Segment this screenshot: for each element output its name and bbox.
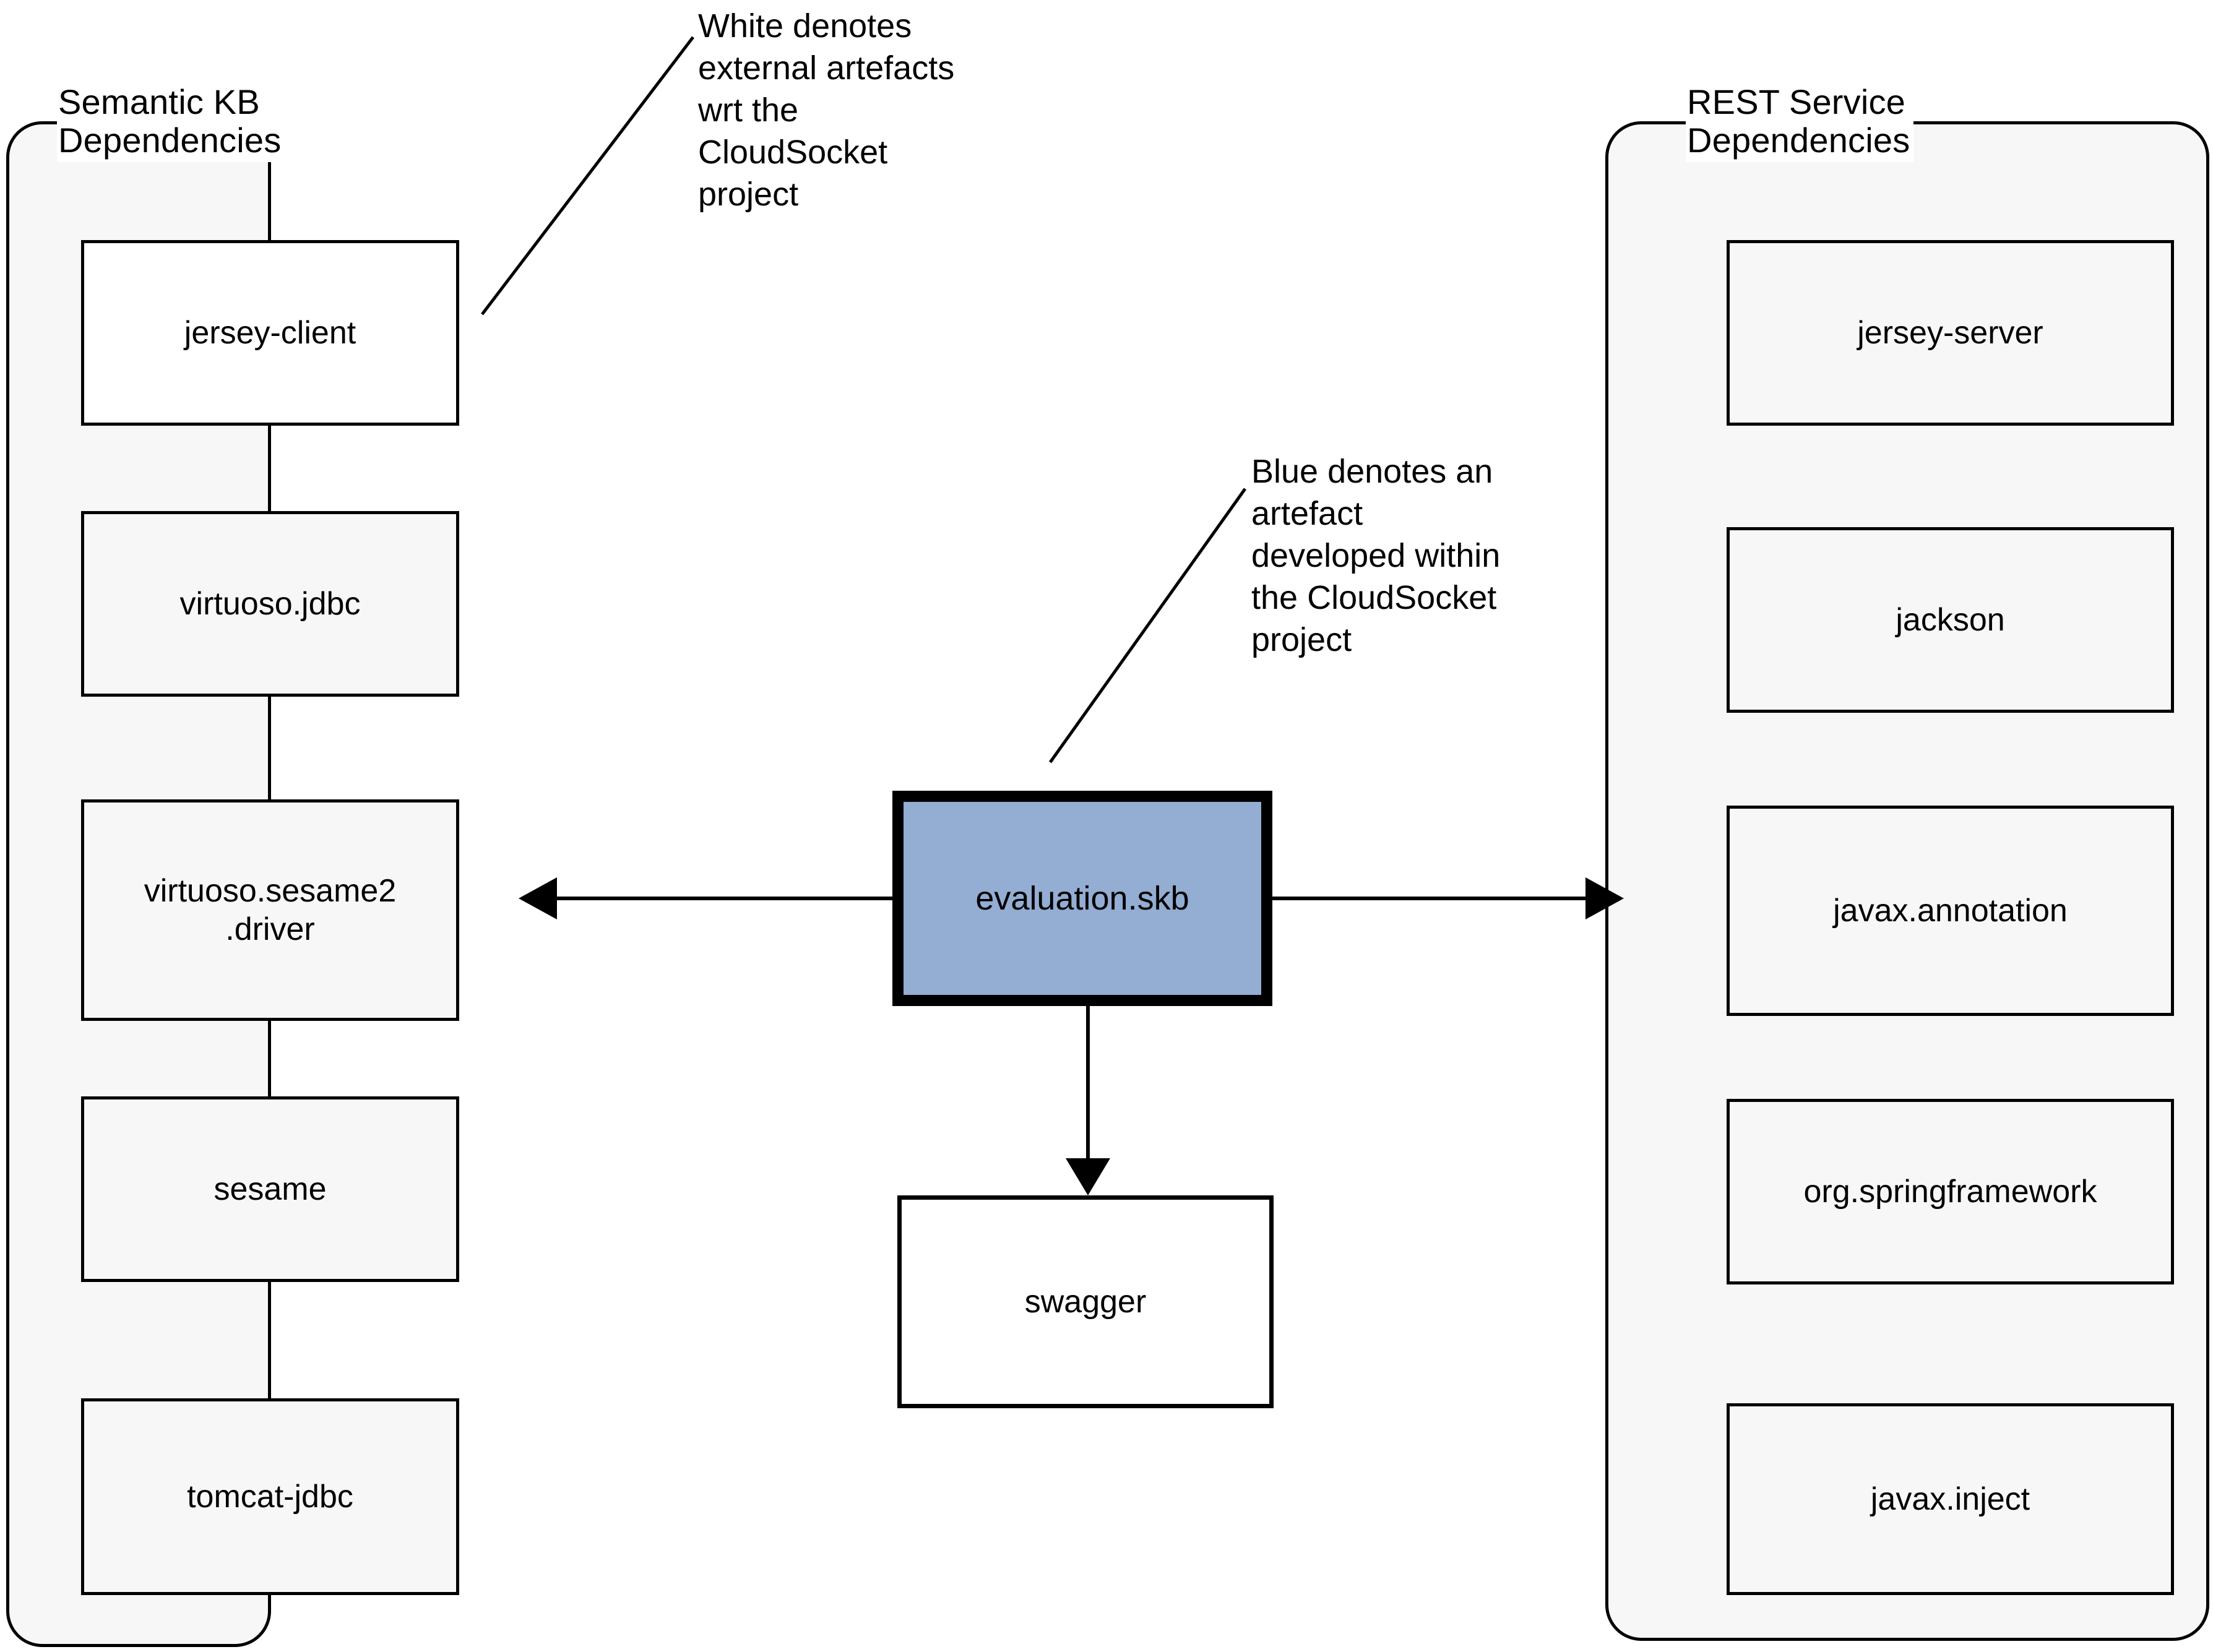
artefact-box-swagger[interactable]: swagger	[897, 1195, 1274, 1408]
callout-note-blue-legend: Blue denotes an artefact developed withi…	[1251, 453, 1501, 658]
connector-evaluation-to-swagger	[1066, 1006, 1110, 1195]
artefact-label: sesame	[214, 1171, 327, 1207]
artefact-label: tomcat-jdbc	[187, 1479, 353, 1515]
artefact-box-tomcat-jdbc[interactable]: tomcat-jdbc	[81, 1398, 459, 1595]
artefact-label: org.springframework	[1803, 1174, 2097, 1210]
callout-note-white-legend: White denotes external artefacts wrt the…	[698, 7, 955, 213]
artefact-label: jersey-server	[1857, 315, 2043, 351]
artefact-label: javax.annotation	[1833, 893, 2068, 929]
group-title-semantic-kb: Semantic KB Dependencies	[57, 82, 285, 162]
artefact-label: evaluation.skb	[975, 880, 1189, 917]
connector-evaluation-to-rest-service	[1272, 877, 1624, 919]
artefact-box-sesame[interactable]: sesame	[81, 1096, 459, 1282]
artefact-box-org-springframework[interactable]: org.springframework	[1727, 1099, 2174, 1284]
artefact-label: jackson	[1896, 602, 2005, 638]
artefact-label: jersey-client	[184, 315, 356, 351]
artefact-box-javax-annotation[interactable]: javax.annotation	[1727, 806, 2174, 1016]
artefact-box-evaluation-skb[interactable]: evaluation.skb	[892, 791, 1272, 1006]
artefact-box-virtuoso-jdbc[interactable]: virtuoso.jdbc	[81, 511, 459, 697]
connector-evaluation-to-semantic-kb	[519, 877, 892, 919]
artefact-box-jackson[interactable]: jackson	[1727, 527, 2174, 713]
artefact-label: virtuoso.jdbc	[179, 586, 361, 622]
artefact-label: virtuoso.sesame2 .driver	[144, 873, 397, 947]
artefact-box-jersey-server[interactable]: jersey-server	[1727, 240, 2174, 426]
group-title-rest-service: REST Service Dependencies	[1686, 82, 1914, 162]
artefact-box-javax-inject[interactable]: javax.inject	[1727, 1403, 2174, 1595]
leader-line-white-note	[481, 36, 694, 316]
leader-line-blue-note	[1048, 488, 1247, 764]
artefact-box-jersey-client[interactable]: jersey-client	[81, 240, 459, 426]
artefact-label: javax.inject	[1870, 1481, 2030, 1517]
artefact-label: swagger	[1024, 1284, 1147, 1320]
artefact-box-virtuoso-sesame2-driver[interactable]: virtuoso.sesame2 .driver	[81, 799, 459, 1021]
